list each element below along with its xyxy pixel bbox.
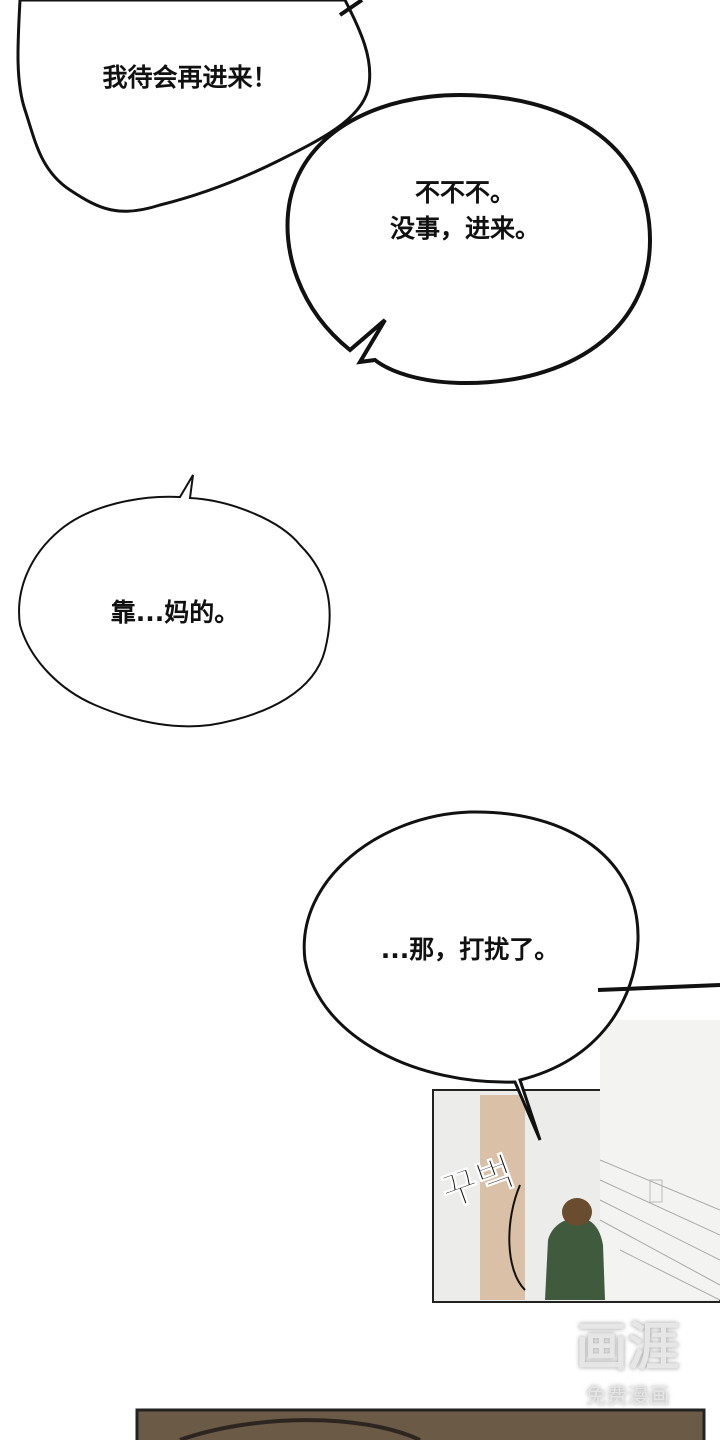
next-panel [135,1408,706,1440]
comic-panel [432,1020,720,1303]
watermark-caption: 免费漫画 [585,1384,670,1408]
bubble-1-text: 我待会再进来！ [102,63,278,92]
bubble-3-text: 靠...妈的。 [110,598,240,627]
bubble-2-text: 不不不。 没事，进来。 [389,178,540,243]
speech-bubble-2 [285,92,653,386]
watermark-logo: 画涯 [575,1318,680,1378]
bowing-character [545,1218,605,1300]
speech-bubble-4 [302,810,640,1141]
thought-bubble [18,474,331,728]
speech-bubble-1 [16,0,372,213]
bubble-4-text: ...那，打扰了。 [380,935,560,964]
